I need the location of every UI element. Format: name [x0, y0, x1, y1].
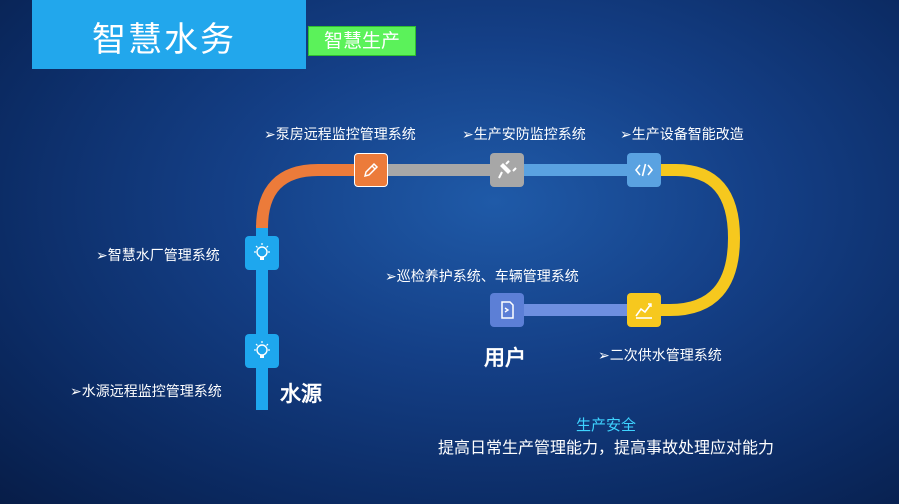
pipe-yellow — [644, 164, 741, 316]
node-water-plant[interactable] — [245, 236, 279, 270]
section-badge: 智慧生产 — [308, 26, 416, 56]
label-equipment: ➢生产设备智能改造 — [620, 127, 744, 143]
endpoint-water-source: 水源 — [280, 382, 322, 406]
label-water-source-remote: ➢水源远程监控管理系统 — [70, 384, 222, 400]
title-bar — [32, 0, 306, 69]
label-inspection: ➢巡检养护系统、车辆管理系统 — [385, 269, 579, 285]
lightbulb-icon — [254, 243, 270, 260]
footer-text: 提高日常生产管理能力，提高事故处理应对能力 — [438, 438, 775, 457]
label-pump-room: ➢泵房远程监控管理系统 — [264, 127, 416, 143]
node-security[interactable] — [490, 153, 524, 187]
pipe-orange — [256, 164, 370, 229]
lightbulb-icon — [254, 341, 270, 358]
code-icon — [634, 163, 654, 177]
footer-heading: 生产安全 — [576, 416, 637, 434]
label-water-plant: ➢智慧水厂管理系统 — [96, 248, 220, 264]
endpoint-user: 用户 — [484, 346, 526, 370]
chart-icon — [635, 303, 652, 319]
node-secondary-supply[interactable] — [627, 293, 661, 327]
plug-icon — [498, 160, 517, 179]
node-inspection[interactable] — [490, 293, 524, 327]
label-security: ➢生产安防监控系统 — [462, 127, 586, 143]
node-equipment[interactable] — [627, 153, 661, 187]
page-title: 智慧水务 — [92, 20, 236, 60]
node-water-source[interactable] — [245, 334, 279, 368]
pencil-icon — [363, 162, 379, 178]
document-icon — [501, 301, 514, 319]
label-secondary-supply: ➢二次供水管理系统 — [598, 348, 722, 364]
node-pump-room[interactable] — [354, 153, 388, 187]
